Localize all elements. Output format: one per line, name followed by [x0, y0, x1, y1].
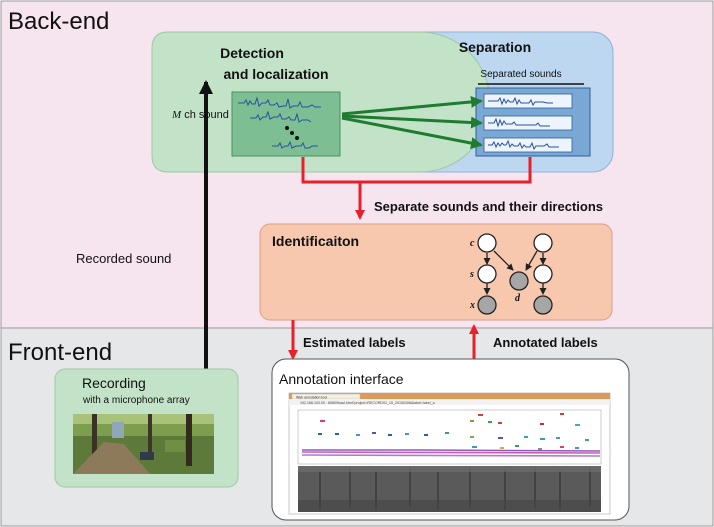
node-d — [509, 271, 529, 291]
annotated-labels-text: Annotated labels — [493, 335, 598, 350]
separated-tracks — [483, 93, 573, 153]
node-x-label: x — [469, 300, 475, 311]
recording-sub: with a microphone array — [82, 395, 190, 406]
browser-tab-text: Web annotation tool — [296, 395, 327, 399]
node-d-label: d — [515, 293, 521, 304]
annotation-bands — [301, 449, 601, 457]
detection-title: Detection — [220, 45, 284, 61]
separate-directions-label: Separate sounds and their directions — [374, 199, 603, 214]
node-s-right — [533, 264, 553, 284]
annotation-screenshot: Web annotation tool 192.168.100.00 : 808… — [288, 392, 611, 515]
estimated-labels-text: Estimated labels — [303, 335, 406, 350]
separation-title: Separation — [459, 39, 531, 55]
node-x-right — [533, 295, 553, 315]
red-connector — [301, 157, 532, 184]
annotation-title: Annotation interface — [279, 371, 404, 387]
recording-title: Recording — [82, 375, 146, 391]
detection-title-2: and localization — [223, 66, 328, 82]
identification-box — [259, 223, 613, 321]
node-s-left — [477, 264, 497, 284]
backend-label: Back-end — [8, 8, 109, 35]
node-s-label: s — [469, 269, 474, 280]
multichannel-waveforms — [238, 96, 321, 149]
node-x-left — [477, 295, 497, 315]
frontend-label: Front-end — [8, 339, 112, 366]
forest-photo — [73, 414, 214, 474]
browser-url-text: 192.168.100.00 : 8080/fload.html?project… — [300, 401, 435, 405]
node-c-left — [477, 233, 497, 253]
identification-title: Identificaiton — [272, 233, 359, 249]
separated-sounds-label: Separated sounds — [480, 69, 561, 80]
waveform-ellipsis — [285, 126, 299, 140]
node-c-label: c — [470, 238, 475, 249]
annotation-label-blips — [318, 413, 589, 450]
recorded-sound-label: Recorded sound — [76, 251, 171, 266]
node-c-right — [533, 233, 553, 253]
mch-sound-label: M ch sound — [171, 109, 229, 121]
graphical-model: c s x d — [469, 233, 553, 315]
multichannel-panel — [231, 91, 341, 157]
separation-arrows — [341, 95, 483, 149]
